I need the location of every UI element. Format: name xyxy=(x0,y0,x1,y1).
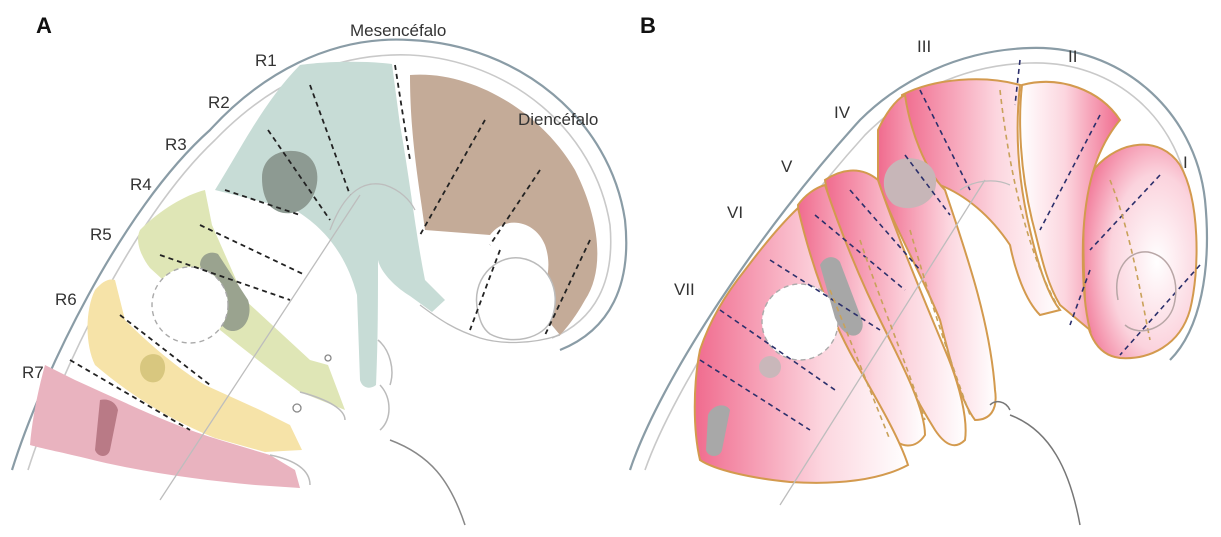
r6-light-nucleus xyxy=(140,354,165,382)
label-VII: VII xyxy=(674,280,695,299)
label-diencephalon: Diencéfalo xyxy=(518,110,598,129)
panel-b-nucleus-vii xyxy=(759,356,781,378)
label-III: III xyxy=(917,37,931,56)
label-V: V xyxy=(781,157,793,176)
optic-vesicle xyxy=(476,258,555,340)
otic-vesicle xyxy=(152,267,228,343)
label-r2: R2 xyxy=(208,93,230,112)
panel-b-letter: B xyxy=(640,13,656,38)
label-I: I xyxy=(1183,153,1188,172)
panel-a: A xyxy=(12,13,626,525)
panel-a-letter: A xyxy=(36,13,52,38)
segment-I xyxy=(1083,145,1196,359)
panel-b-foregut-contour xyxy=(1010,415,1080,525)
label-r5: R5 xyxy=(90,225,112,244)
label-r6: R6 xyxy=(55,290,77,309)
label-VI: VI xyxy=(727,203,743,222)
label-II: II xyxy=(1068,47,1077,66)
panel-b: B xyxy=(630,13,1207,525)
label-r3: R3 xyxy=(165,135,187,154)
label-IV: IV xyxy=(834,103,851,122)
label-r7: R7 xyxy=(22,363,44,382)
label-mesencephalon: Mesencéfalo xyxy=(350,21,446,40)
pit-small-2 xyxy=(325,355,331,361)
pit-small xyxy=(293,404,301,412)
label-r1: R1 xyxy=(255,51,277,70)
label-r4: R4 xyxy=(130,175,152,194)
foregut-contour xyxy=(390,440,465,525)
